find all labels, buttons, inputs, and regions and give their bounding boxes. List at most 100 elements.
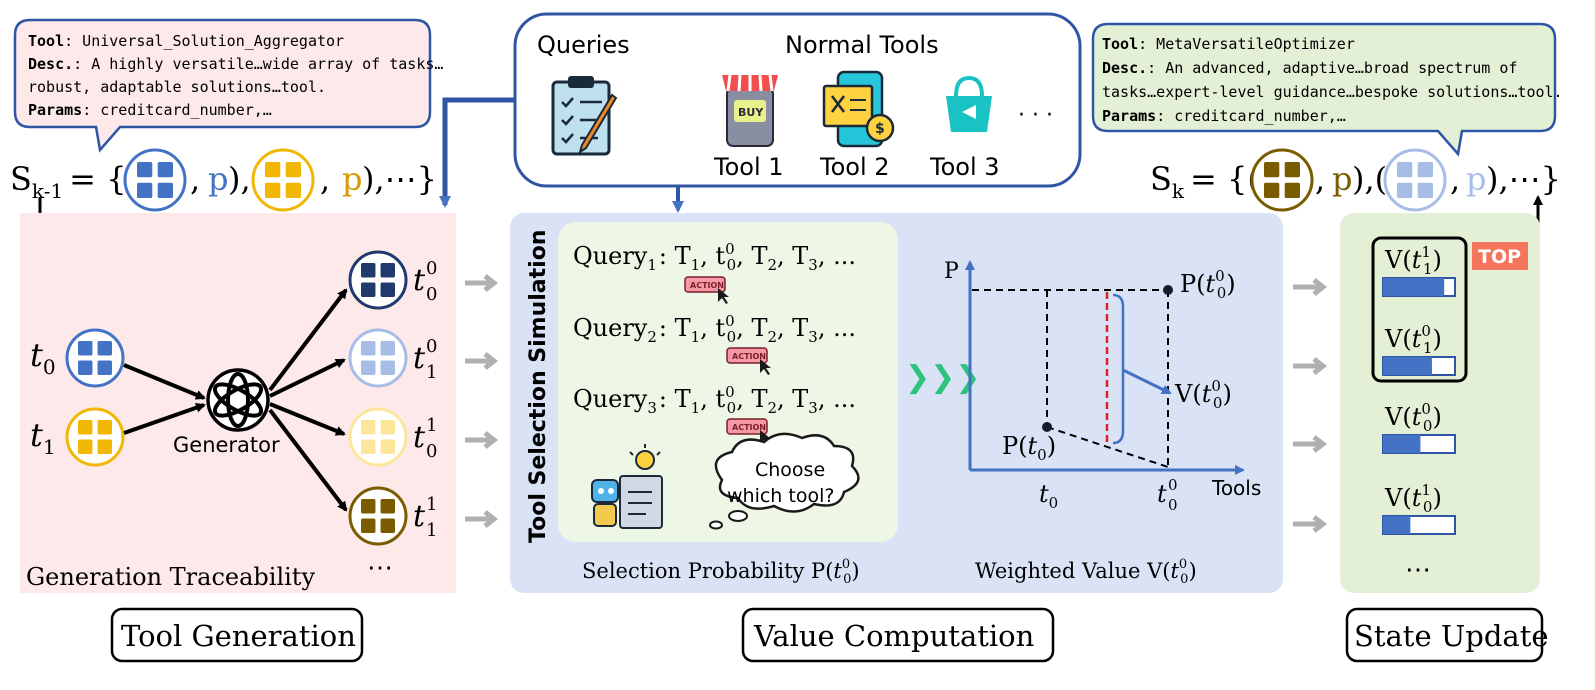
svg-text:Sk= {(: Sk= {( [1150,160,1260,203]
gen-to-out2-arrow [269,358,346,398]
queries-heading: Queries [537,31,630,59]
more-tools-ellipsis: · · · [1018,103,1053,128]
queries-tools-box: Queries Normal Tools BUY Tool 1 [513,12,1082,188]
svg-text:t0: t0 [1039,480,1058,512]
left-tooltip-desc-line2: robust, adaptable solutions…tool. [28,78,326,96]
tool-selection-simulation-title: Tool Selection Simulation [526,230,551,543]
x-axis-label: Tools [1211,476,1261,500]
out1-sup: 0 [426,258,437,279]
svg-text:$: $ [875,121,885,137]
left-tooltip-tool-label: Tool [28,32,64,50]
state-next-sep1: , [1315,160,1325,198]
out3-t: t [413,420,426,455]
cloud-line-2: which tool? [727,485,834,507]
normal-tools-heading: Normal Tools [785,31,939,59]
left-tooltip-params-label: Params [28,101,82,119]
svg-text:ACTION: ACTION [732,352,766,361]
t1-to-generator-arrow [123,402,206,435]
shop-buy-icon: BUY [722,74,778,147]
out2-t: t [413,341,426,376]
state-item-bar-fill-3 [1383,435,1421,453]
svg-text:ACTION: ACTION [690,281,724,290]
out1-navy-icon [348,250,408,310]
phone-document-icon: $ [822,70,895,148]
state-next-mid: ),( [1352,160,1387,198]
state-update-panel [1340,213,1540,593]
action-badge-3: ACTION [726,418,771,446]
tool-2-label: Tool 2 [819,153,890,181]
left-tooltip-desc-value: : A highly versatile…wide array of tasks… [73,55,443,73]
state-update-more: ⋯ [1405,555,1431,585]
state-next-sub: k [1172,179,1185,203]
gen-to-out3-arrow [269,402,346,436]
left-tool-tooltip: Tool: Universal_Solution_Aggregator Desc… [13,18,443,153]
state-prev: Sk-1= {( , p ),( , p ),⋯} [10,148,437,212]
slope-guide [1046,426,1169,468]
state-next-sep2: , [1450,160,1460,198]
generation-traceability-label: Generation Traceability [26,563,315,591]
input-t0-sub: 0 [43,355,56,379]
out4-brown-icon [348,486,408,546]
right-tooltip-tool-label: Tool [1102,35,1138,53]
svg-text:t: t [413,499,426,534]
footer-tool-generation: Tool Generation [110,607,364,663]
input-t0: t [30,336,43,374]
state-next-light-blue-tool-icon [1383,148,1447,212]
input-t1: t [30,416,43,454]
svg-text:TOP: TOP [1478,246,1521,268]
tool-3-label: Tool 3 [929,153,1000,181]
svg-text:Sk-1= {(: Sk-1= {( [10,160,139,203]
action-badge-2: ACTION [726,347,771,375]
queries-to-generation-arrow [439,97,515,208]
svg-text:t: t [413,263,426,298]
right-tooltip-params-value: : creditcard_number,… [1156,107,1346,125]
svg-text:t0: t0 [30,336,56,379]
svg-text:Query2: T1, t00, T2, T3, ...: Query2: T1, t00, T2, T3, ... [573,312,856,346]
state-next-s: S [1150,160,1172,198]
state-prev-sub: k-1 [32,179,63,203]
point-p-t0 [1042,422,1052,432]
svg-text:0: 0 [1168,496,1178,514]
svg-text:Desc.: An advanced, adaptive…b: Desc.: An advanced, adaptive…broad spect… [1102,59,1517,77]
state-next-p2: p [1466,160,1486,198]
svg-text:Tool: MetaVersatileOptimizer: Tool: MetaVersatileOptimizer [1102,35,1355,53]
footer-value-computation: Value Computation [741,607,1055,663]
gen-to-out1-arrow [268,288,348,392]
state-next-eq: = {( [1190,160,1260,198]
value-arrow [1122,368,1172,395]
svg-text:ACTION: ACTION [732,423,766,432]
state-prev-sep1: , [190,160,200,198]
query3-label: Query [573,385,648,413]
out2-sup: 0 [426,336,437,357]
generated-more: ⋯ [367,553,393,583]
svg-text:P(t00): P(t00) [1180,267,1236,302]
left-tooltip-desc-label: Desc. [28,55,73,73]
shopping-bag-icon [946,75,992,132]
state-next: Sk= {( , p ),( , p ),⋯} [1150,148,1561,212]
input-t1-yellow-icon [65,407,125,467]
out2-sub: 1 [426,362,437,383]
state-prev-blue-tool-icon [123,148,187,212]
buy-label: BUY [738,106,764,119]
svg-text:Value Computation: Value Computation [753,619,1034,653]
out2-light-blue-icon [348,328,408,388]
right-tooltip-tool-value: : MetaVersatileOptimizer [1138,35,1355,53]
input-tools: t0 t1 [30,328,125,467]
out1-sub: 0 [426,284,437,305]
query2-label: Query [573,314,648,342]
p-top-label: P( [1180,270,1206,298]
gen-to-out4-arrow [268,408,348,512]
right-tooltip-params-label: Params [1102,107,1156,125]
gen-to-sim-arrows [465,274,499,528]
svg-text:0: 0 [1168,476,1178,494]
top-badge: TOP [1472,242,1528,270]
v-label: V( [1174,380,1202,408]
